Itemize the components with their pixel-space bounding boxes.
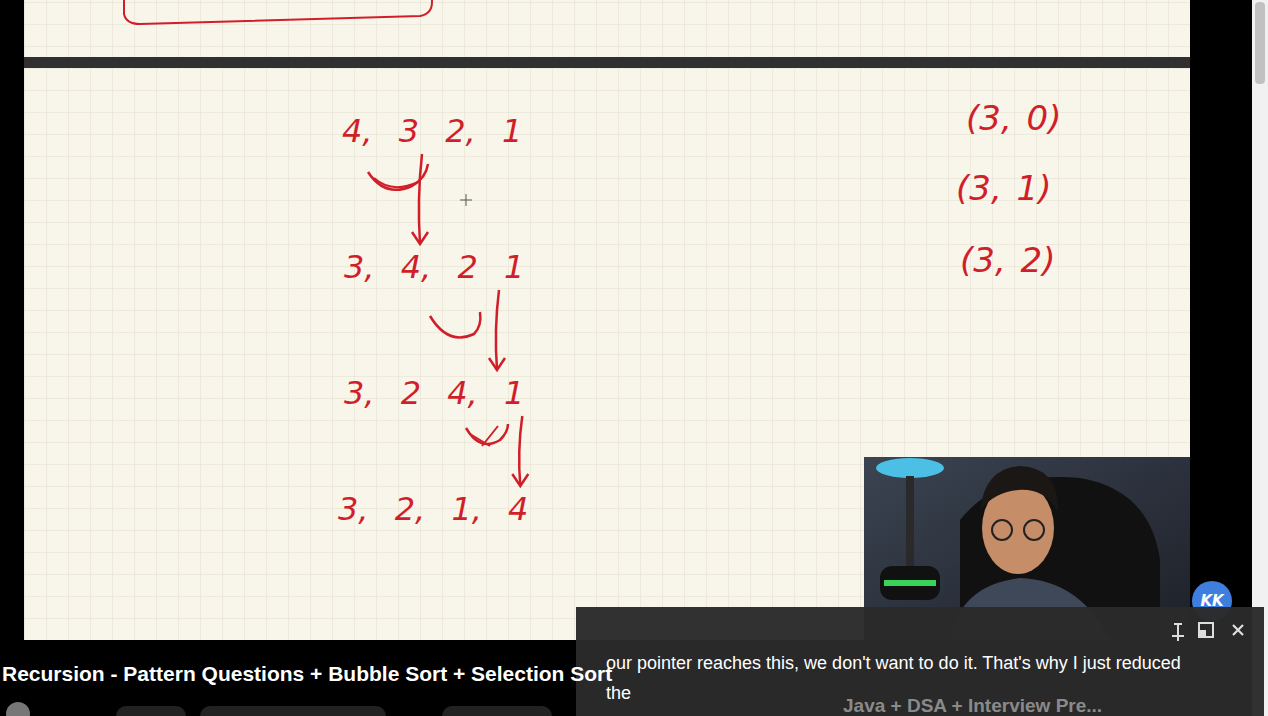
index-pair: (3, 1) <box>956 168 1051 208</box>
array-values: 3, 4, 2 1 <box>344 248 524 286</box>
index-pair: (3, 0) <box>966 98 1061 138</box>
index-pair: (3, 2) <box>960 240 1055 280</box>
array-values: 4, 3 2, 1 <box>342 112 522 150</box>
swap-arrow <box>489 290 505 370</box>
channel-logo: KK <box>1194 583 1230 619</box>
array-row: 3, 2, 1, 4 <box>338 490 528 528</box>
swap-arrow <box>512 416 528 486</box>
array-values: 3, 2 4, 1 <box>344 374 524 412</box>
array-row: 4, 3 2, 1 <box>342 112 522 150</box>
array-row: 3, 2 4, 1 <box>344 374 524 412</box>
related-video-title: Java + DSA + Interview Pre... <box>843 694 1102 716</box>
array-row: 3, 4, 2 1 <box>344 248 524 286</box>
array-values: 3, 2, 1, 4 <box>338 490 528 528</box>
video-title: Recursion - Pattern Questions + Bubble S… <box>2 660 612 688</box>
swap-arrow <box>412 154 428 244</box>
